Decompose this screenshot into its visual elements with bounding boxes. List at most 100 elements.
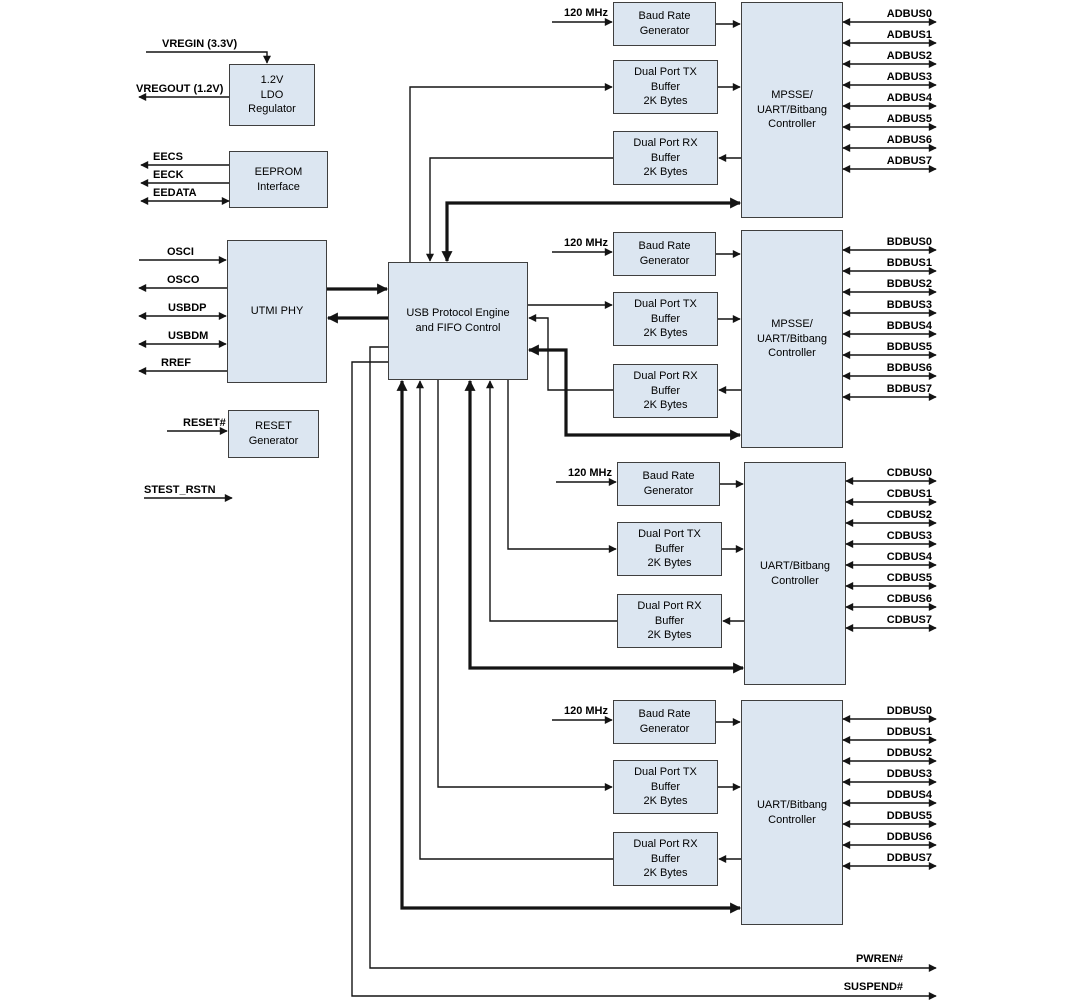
bdbus2-label: BDBUS2 <box>886 278 932 290</box>
channel-a-controller-label: MPSSE/ UART/Bitbang Controller <box>756 88 828 131</box>
ddbus3-label: DDBUS3 <box>886 768 932 780</box>
a-tx-feed-wire <box>409 83 613 262</box>
channel-a-baud-rate-generator: Baud Rate Generator <box>613 2 716 46</box>
vregin-label: VREGIN (3.3V) <box>162 38 238 50</box>
adbus7-label: ADBUS7 <box>886 155 932 167</box>
osci-label: OSCI <box>167 246 194 258</box>
bdbus5-label: BDBUS5 <box>886 341 932 353</box>
channel-c-rx-buffer: Dual Port RX Buffer 2K Bytes <box>617 594 722 648</box>
eeprom-interface-block: EEPROM Interface <box>229 151 328 208</box>
d-rx-return-wire <box>416 380 613 860</box>
clock-d-label: 120 MHz <box>563 705 608 717</box>
utmi-phy-block: UTMI PHY <box>227 240 327 383</box>
bdbus3-label: BDBUS3 <box>886 299 932 311</box>
cdbus7-label: CDBUS7 <box>886 614 932 626</box>
channel-d-baud-rate-generator-label: Baud Rate Generator <box>638 708 691 735</box>
cdbus4-label: CDBUS4 <box>886 551 932 563</box>
rref-label: RREF <box>161 357 191 369</box>
ddbus0-label: DDBUS0 <box>886 705 932 717</box>
channel-b-tx-buffer-label: Dual Port TX Buffer 2K Bytes <box>634 297 697 340</box>
ddbus4-label: DDBUS4 <box>886 789 932 801</box>
channel-b-rx-buffer: Dual Port RX Buffer 2K Bytes <box>613 364 718 418</box>
adbus0-label: ADBUS0 <box>886 8 932 20</box>
cdbus0-label: CDBUS0 <box>886 467 932 479</box>
channel-a-rx-buffer: Dual Port RX Buffer 2K Bytes <box>613 131 718 185</box>
ldo-regulator-block: 1.2V LDO Regulator <box>229 64 315 126</box>
reset-generator-block: RESET Generator <box>228 410 319 458</box>
eedata-label: EEDATA <box>153 187 197 199</box>
d-tx-feed-wire <box>437 380 613 791</box>
usbdp-label: USBDP <box>168 302 207 314</box>
ddbus6-label: DDBUS6 <box>886 831 932 843</box>
b-rx-return-wire <box>528 314 613 391</box>
clock-b-label: 120 MHz <box>563 237 608 249</box>
channel-a-tx-buffer-label: Dual Port TX Buffer 2K Bytes <box>634 65 697 108</box>
adbus1-label: ADBUS1 <box>886 29 932 41</box>
vregout-label: VREGOUT (1.2V) <box>136 83 224 95</box>
channel-d-tx-buffer-label: Dual Port TX Buffer 2K Bytes <box>634 765 697 808</box>
suspend-label: SUSPEND# <box>843 981 903 993</box>
adbus4-label: ADBUS4 <box>886 92 932 104</box>
bdbus4-label: BDBUS4 <box>886 320 932 332</box>
c-tx-feed-wire <box>507 380 617 553</box>
cdbus6-label: CDBUS6 <box>886 593 932 605</box>
stest-rstn-label: STEST_RSTN <box>144 484 216 496</box>
channel-c-rx-buffer-label: Dual Port RX Buffer 2K Bytes <box>637 599 702 642</box>
channel-c-baud-rate-generator-label: Baud Rate Generator <box>642 470 695 497</box>
channel-a-tx-buffer: Dual Port TX Buffer 2K Bytes <box>613 60 718 114</box>
channel-a-controller: MPSSE/ UART/Bitbang Controller <box>741 2 843 218</box>
cdbus5-label: CDBUS5 <box>886 572 932 584</box>
channel-c-controller-label: UART/Bitbang Controller <box>759 559 831 587</box>
ddbus7-label: DDBUS7 <box>886 852 932 864</box>
channel-b-baud-rate-generator: Baud Rate Generator <box>613 232 716 276</box>
channel-c-baud-rate-generator: Baud Rate Generator <box>617 462 720 506</box>
channel-d-baud-rate-generator: Baud Rate Generator <box>613 700 716 744</box>
channel-b-tx-buffer: Dual Port TX Buffer 2K Bytes <box>613 292 718 346</box>
reset-label: RESET# <box>183 417 226 429</box>
reset-generator-block-label: RESET Generator <box>248 420 299 447</box>
cdbus1-label: CDBUS1 <box>886 488 932 500</box>
ddbus2-label: DDBUS2 <box>886 747 932 759</box>
channel-d-rx-buffer: Dual Port RX Buffer 2K Bytes <box>613 832 718 886</box>
suspend-wire <box>351 361 937 1000</box>
bdbus7-label: BDBUS7 <box>886 383 932 395</box>
channel-b-baud-rate-generator-label: Baud Rate Generator <box>638 240 691 267</box>
usb-protocol-engine-block: USB Protocol Engine and FIFO Control <box>388 262 528 380</box>
osco-label: OSCO <box>167 274 200 286</box>
usb-protocol-engine-block-label: USB Protocol Engine and FIFO Control <box>406 307 510 334</box>
bdbus6-label: BDBUS6 <box>886 362 932 374</box>
channel-a-rx-buffer-label: Dual Port RX Buffer 2K Bytes <box>633 136 698 179</box>
ddbus5-label: DDBUS5 <box>886 810 932 822</box>
ddbus1-label: DDBUS1 <box>886 726 932 738</box>
adbus5-label: ADBUS5 <box>886 113 932 125</box>
eeck-label: EECK <box>153 169 184 181</box>
usbdm-label: USBDM <box>168 330 209 342</box>
adbus3-label: ADBUS3 <box>886 71 932 83</box>
cdbus3-label: CDBUS3 <box>886 530 932 542</box>
channel-d-controller: UART/Bitbang Controller <box>741 700 843 925</box>
channel-b-rx-buffer-label: Dual Port RX Buffer 2K Bytes <box>633 369 698 412</box>
channel-b-controller: MPSSE/ UART/Bitbang Controller <box>741 230 843 448</box>
adbus6-label: ADBUS6 <box>886 134 932 146</box>
adbus2-label: ADBUS2 <box>886 50 932 62</box>
channel-d-tx-buffer: Dual Port TX Buffer 2K Bytes <box>613 760 718 814</box>
eeprom-interface-block-label: EEPROM Interface <box>254 165 303 193</box>
clock-a-label: 120 MHz <box>563 7 608 19</box>
clock-c-label: 120 MHz <box>567 467 612 479</box>
channel-d-rx-buffer-label: Dual Port RX Buffer 2K Bytes <box>633 837 698 880</box>
cdbus2-label: CDBUS2 <box>886 509 932 521</box>
c-rx-return-wire <box>486 380 617 622</box>
eecs-label: EECS <box>153 151 183 163</box>
utmi-phy-block-label: UTMI PHY <box>250 305 304 318</box>
channel-b-controller-label: MPSSE/ UART/Bitbang Controller <box>756 317 828 360</box>
ldo-regulator-block-label: 1.2V LDO Regulator <box>248 73 296 116</box>
channel-a-baud-rate-generator-label: Baud Rate Generator <box>638 10 691 37</box>
channel-c-tx-buffer: Dual Port TX Buffer 2K Bytes <box>617 522 722 576</box>
bdbus1-label: BDBUS1 <box>886 257 932 269</box>
bdbus0-label: BDBUS0 <box>886 236 932 248</box>
channel-c-controller: UART/Bitbang Controller <box>744 462 846 685</box>
channel-c-tx-buffer-label: Dual Port TX Buffer 2K Bytes <box>638 527 701 570</box>
channel-d-controller-label: UART/Bitbang Controller <box>756 798 828 826</box>
pwren-label: PWREN# <box>855 953 903 965</box>
